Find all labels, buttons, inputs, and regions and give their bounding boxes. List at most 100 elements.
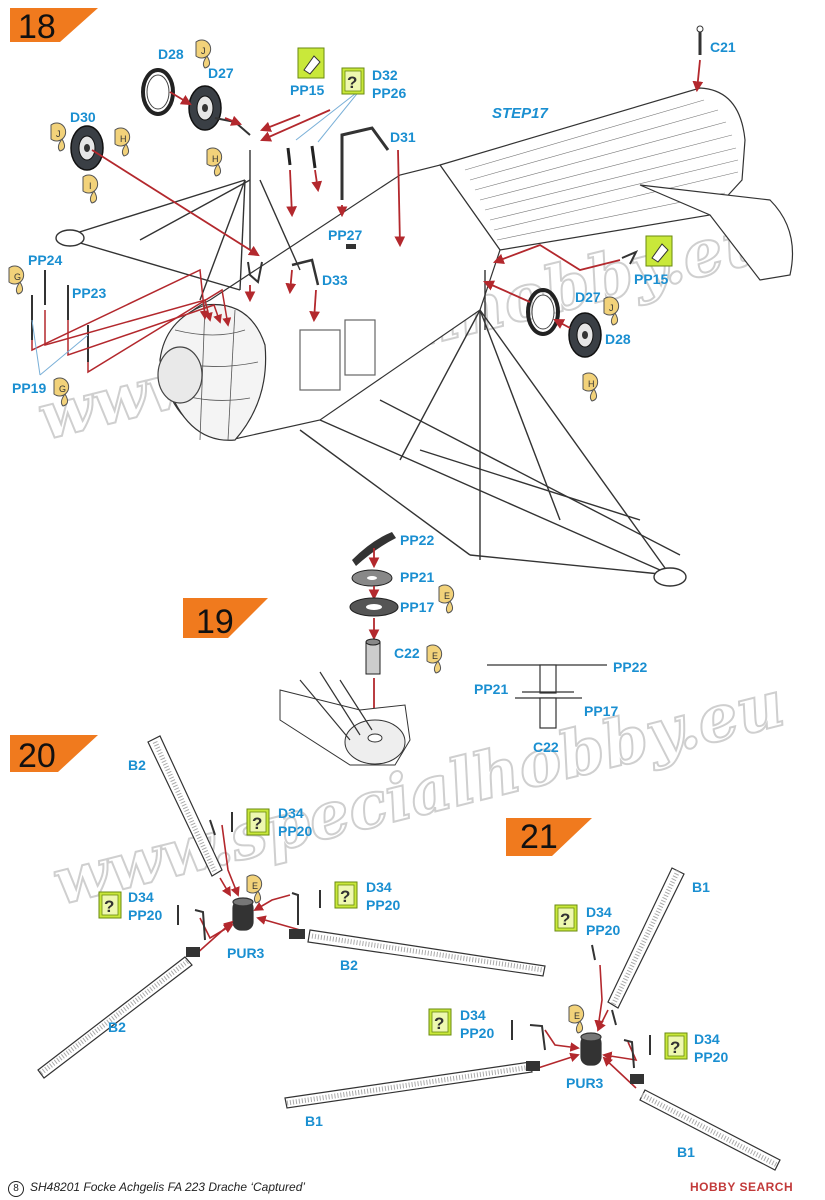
label-pp19: PP19 — [12, 380, 46, 396]
step-21-flag: 21 — [506, 818, 592, 856]
step-title: STEP17 — [492, 105, 549, 122]
help-icon-glyph: ? — [434, 1014, 444, 1033]
label-pp15-b: PP15 — [634, 271, 668, 287]
label-d34-a: D34 — [278, 805, 304, 821]
paint-code-e: E — [574, 1011, 580, 1021]
help-icon-glyph: ? — [560, 910, 570, 929]
label-d33: D33 — [322, 272, 348, 288]
fuselage-drawing — [157, 87, 794, 441]
pe-part-icon — [645, 235, 673, 267]
help-icon-glyph: ? — [340, 887, 350, 906]
paint-code-g: G — [59, 384, 66, 394]
label-d30: D30 — [70, 109, 96, 125]
help-icon: ? — [341, 67, 365, 95]
label-d28-b: D28 — [605, 331, 631, 347]
paint-drop-icon: E — [246, 874, 263, 904]
step-21-clips — [511, 944, 651, 1084]
label-b2-b: B2 — [340, 957, 358, 973]
label-pp20-e: PP20 — [460, 1025, 494, 1041]
label-pp24: PP24 — [28, 252, 62, 268]
paint-drop-icon: G — [8, 265, 25, 295]
paint-code-e: E — [432, 651, 438, 661]
paint-code-h: H — [588, 379, 595, 389]
label-side-pp21: PP21 — [474, 681, 508, 697]
label-pp27: PP27 — [328, 227, 362, 243]
help-icon-glyph: ? — [252, 814, 262, 833]
label-side-pp22: PP22 — [613, 659, 647, 675]
label-pp17: PP17 — [400, 599, 434, 615]
step-20-flag: 20 — [10, 735, 98, 775]
label-b2-c: B2 — [108, 1019, 126, 1035]
paint-code-j: J — [56, 129, 61, 139]
hobby-search-logo: HOBBY SEARCH — [690, 1180, 793, 1194]
label-pp20-c: PP20 — [128, 907, 162, 923]
label-c21: C21 — [710, 39, 736, 55]
paint-drop-icon: I — [82, 174, 99, 204]
label-b1-c: B1 — [677, 1144, 695, 1160]
label-d32: D32 — [372, 67, 398, 83]
rotor-hub-stack — [279, 532, 411, 766]
label-side-pp17: PP17 — [584, 703, 618, 719]
footer-text: SH48201 Focke Achgelis FA 223 Drache ‘Ca… — [30, 1180, 306, 1194]
step-19-number: 19 — [196, 603, 234, 641]
label-d28-a: D28 — [158, 46, 184, 62]
label-pp20-f: PP20 — [694, 1049, 728, 1065]
label-b1-b: B1 — [305, 1113, 323, 1129]
paint-drop-icon: J — [195, 39, 212, 69]
help-icon: ? — [334, 881, 358, 909]
paint-code-e: E — [444, 591, 450, 601]
step-20-clips — [177, 812, 321, 957]
step-20-arrows — [194, 824, 301, 956]
help-icon-glyph: ? — [347, 73, 357, 92]
pe-part-icon — [297, 47, 325, 79]
step-18-number: 18 — [18, 8, 56, 46]
step-21-number: 21 — [520, 818, 558, 856]
help-icon: ? — [246, 808, 270, 836]
paint-code-h: H — [120, 134, 127, 144]
label-d27-b: D27 — [575, 289, 601, 305]
label-b2-a: B2 — [128, 757, 146, 773]
rotor-blades-step-20 — [37, 735, 546, 1079]
step-18-flag: 18 — [10, 8, 98, 46]
label-pp20-b: PP20 — [366, 897, 400, 913]
step-19-flag: 19 — [183, 598, 268, 641]
outrigger-struts — [55, 150, 687, 587]
label-pp20-a: PP20 — [278, 823, 312, 839]
paint-code-j: J — [609, 303, 614, 313]
label-pur3-b: PUR3 — [566, 1075, 604, 1091]
paint-drop-icon: E — [426, 644, 443, 674]
label-b1-a: B1 — [692, 879, 710, 895]
paint-code-j: J — [201, 46, 206, 56]
label-pp15-a: PP15 — [290, 82, 324, 98]
label-pp26: PP26 — [372, 85, 406, 101]
help-icon: ? — [664, 1032, 688, 1060]
label-pur3-a: PUR3 — [227, 945, 265, 961]
help-icon-glyph: ? — [670, 1038, 680, 1057]
label-pp20-d: PP20 — [586, 922, 620, 938]
paint-code-e: E — [252, 881, 258, 891]
help-icon: ? — [98, 891, 122, 919]
label-d34-d: D34 — [586, 904, 612, 920]
help-icon: ? — [428, 1008, 452, 1036]
paint-drop-icon: H — [206, 147, 223, 177]
label-d34-f: D34 — [694, 1031, 720, 1047]
paint-drop-icon: E — [438, 584, 455, 614]
step-18-parts — [31, 25, 704, 376]
label-d27-a: D27 — [208, 65, 234, 81]
label-d31: D31 — [390, 129, 416, 145]
step-20-number: 20 — [18, 737, 56, 775]
paint-drop-icon: H — [114, 127, 131, 157]
label-pp22: PP22 — [400, 532, 434, 548]
paint-code-g: G — [14, 272, 21, 282]
label-c22: C22 — [394, 645, 420, 661]
paint-code-i: I — [89, 181, 92, 191]
label-pp21: PP21 — [400, 569, 434, 585]
paint-drop-icon: J — [603, 296, 620, 326]
label-pp23: PP23 — [72, 285, 106, 301]
paint-drop-icon: J — [50, 122, 67, 152]
label-d34-b: D34 — [366, 879, 392, 895]
paint-drop-icon: G — [53, 377, 70, 407]
label-side-c22: C22 — [533, 739, 559, 755]
